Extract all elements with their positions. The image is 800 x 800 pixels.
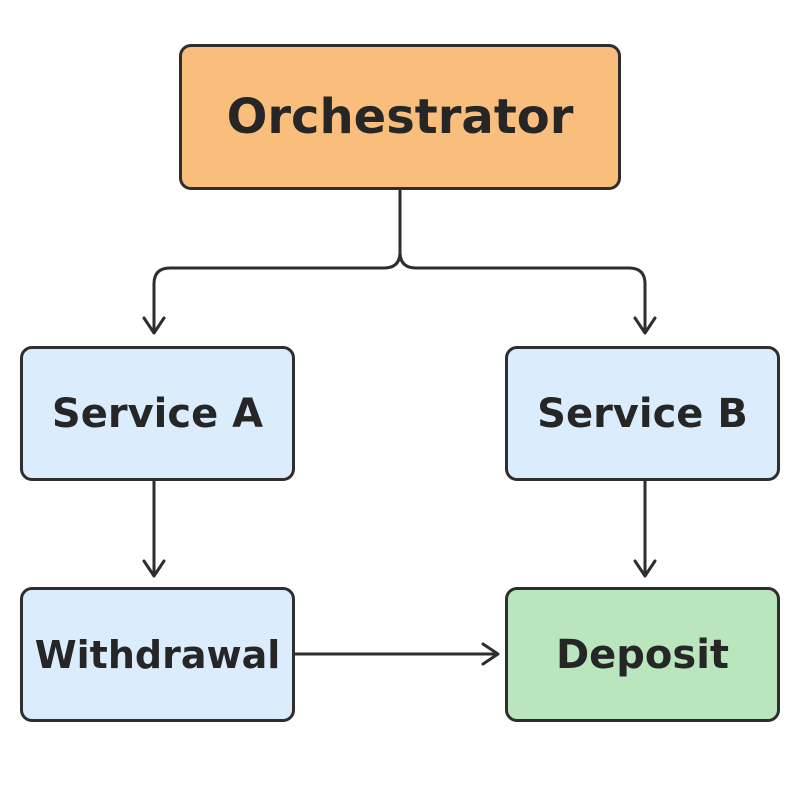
service-a-node: Service A xyxy=(20,346,295,481)
edge-orchestrator-to-service-a-arrowhead xyxy=(142,316,166,335)
withdrawal-label: Withdrawal xyxy=(34,632,281,677)
service-b-label: Service B xyxy=(537,390,748,437)
orchestrator-label: Orchestrator xyxy=(226,89,574,145)
withdrawal-node: Withdrawal xyxy=(20,587,295,722)
edge-service-b-to-deposit-arrowhead xyxy=(633,559,657,578)
deposit-label: Deposit xyxy=(555,631,730,678)
edge-withdrawal-to-deposit-arrowhead xyxy=(481,642,500,666)
service-a-label: Service A xyxy=(51,390,264,437)
edge-orchestrator-to-service-b xyxy=(398,250,647,334)
edge-orchestrator-to-service-b-arrowhead xyxy=(633,316,657,335)
edge-service-a-to-withdrawal-arrowhead xyxy=(142,559,166,578)
orchestrator-node: Orchestrator xyxy=(179,44,621,190)
service-b-node: Service B xyxy=(505,346,780,481)
deposit-node: Deposit xyxy=(505,587,780,722)
edge-orchestrator-to-service-a xyxy=(152,188,402,334)
